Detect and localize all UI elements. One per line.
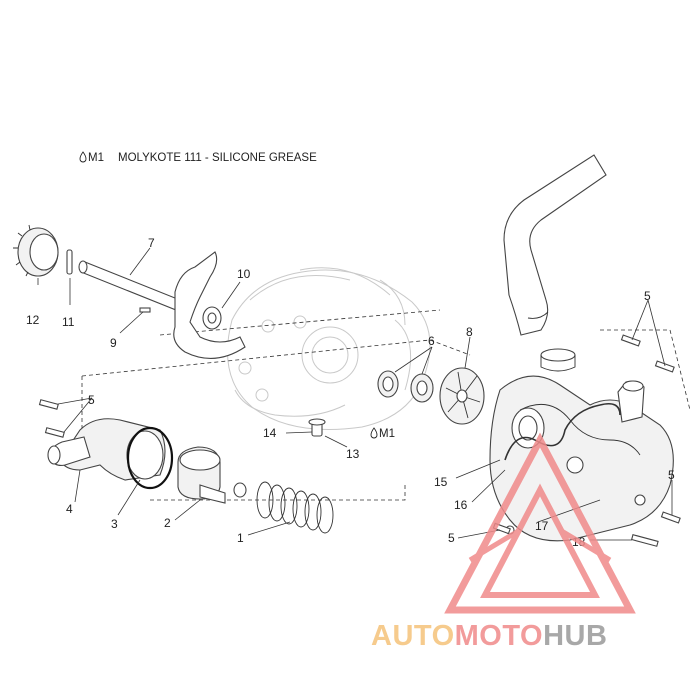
shaft-part <box>78 260 181 311</box>
callout-5-left: 5 <box>88 393 95 407</box>
brand-hub: HUB <box>543 620 607 652</box>
engine-case-outline <box>227 267 431 430</box>
callout-10: 10 <box>237 267 251 281</box>
callout-15: 15 <box>434 475 448 489</box>
callout-4: 4 <box>66 502 73 516</box>
brand-triangle-outer <box>444 432 636 614</box>
callout-9: 9 <box>110 336 117 350</box>
callout-5-right: 5 <box>668 468 675 482</box>
thermostat-housing-part <box>47 418 166 481</box>
grease-drop-icon-callout <box>370 427 378 439</box>
callout-5-lower: 5 <box>448 531 455 545</box>
callout-17: 17 <box>535 519 549 533</box>
brand-watermark: AUTOMOTOHUB <box>371 432 636 652</box>
callout-14: 14 <box>263 426 277 440</box>
gear-part <box>13 224 59 277</box>
callout-13: 13 <box>346 447 360 461</box>
brand-word-auto: AUTOMOTOHUB <box>371 620 607 652</box>
cover-gasket-part <box>173 251 246 359</box>
leader-lines <box>37 247 673 541</box>
callout-11: 11 <box>62 315 75 329</box>
washer-part <box>202 306 222 330</box>
assembly-line-right <box>600 329 691 411</box>
screw-pair-left <box>38 399 65 438</box>
brand-triangle-inner <box>480 483 600 598</box>
impeller-part <box>439 367 485 425</box>
assembly-line-mid <box>159 309 441 336</box>
screw-right <box>660 511 681 524</box>
callout-6: 6 <box>428 334 435 348</box>
long-screw-part <box>630 534 659 547</box>
callout-2: 2 <box>164 516 171 530</box>
callout-1: 1 <box>237 531 244 545</box>
grease-text: MOLYKOTE 111 - SILICONE GREASE <box>118 152 317 164</box>
hose-clamp-part <box>540 348 576 372</box>
brand-moto: MOTO <box>455 620 543 652</box>
callout-12: 12 <box>26 313 40 327</box>
coolant-hose-part <box>503 154 607 336</box>
grease-drop-icon <box>79 151 87 163</box>
grease-callout: M1 <box>370 427 395 440</box>
o-ring-part <box>126 426 174 490</box>
grease-code: M1 <box>88 152 104 164</box>
assembly-line-top <box>81 339 471 377</box>
screw-pair-top-right <box>620 334 675 373</box>
assembly-line-bottom <box>150 485 406 501</box>
grease-note: M1 MOLYKOTE 111 - SILICONE GREASE <box>79 151 317 164</box>
callout-16: 16 <box>454 498 468 512</box>
callout-5-top-right: 5 <box>644 289 651 303</box>
o-ring-loop-part <box>504 402 621 461</box>
callout-8: 8 <box>466 325 473 339</box>
brand-auto: AUTO <box>371 620 455 652</box>
plug-part <box>308 418 326 437</box>
callout-7: 7 <box>148 236 155 250</box>
key-part <box>139 307 151 313</box>
seal-pair-part <box>377 370 434 403</box>
callout-m1: M1 <box>379 428 395 440</box>
thermostat-part <box>177 446 247 504</box>
pin-part <box>66 249 73 275</box>
callouts: 7 10 12 11 9 8 6 5 5 5 14 13 M1 15 16 17… <box>26 236 675 549</box>
spring-part <box>256 481 334 534</box>
callout-3: 3 <box>111 517 118 531</box>
